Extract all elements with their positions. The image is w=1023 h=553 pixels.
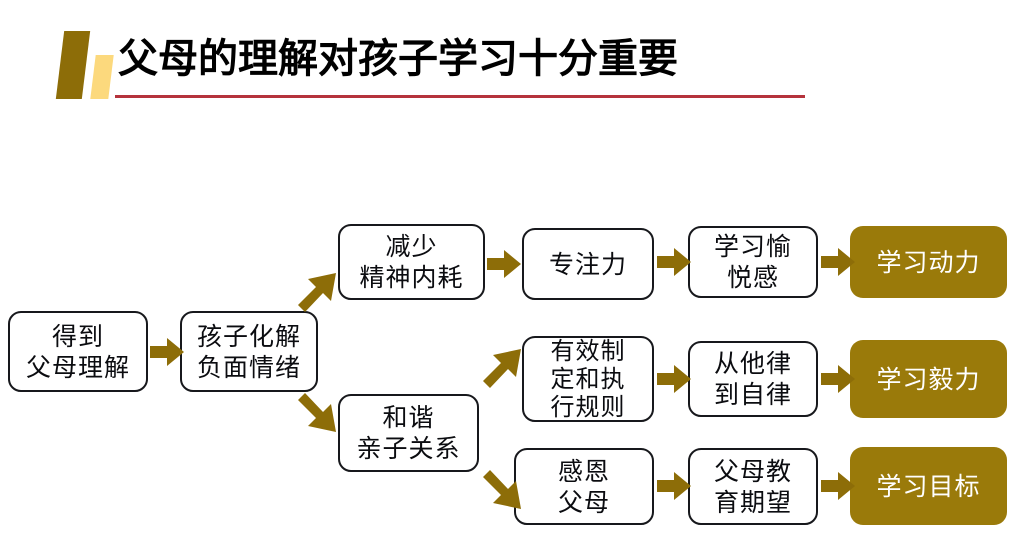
arrow-down-right-icon <box>296 386 340 438</box>
flow-node-joy[interactable]: 学习愉 悦感 <box>688 226 818 298</box>
arrow-right-icon <box>487 249 521 279</box>
flow-node-reduce-drain[interactable]: 减少 精神内耗 <box>338 224 485 300</box>
arrow-right-icon <box>657 247 691 277</box>
arrow-down-right-icon <box>481 463 525 515</box>
title-underline <box>115 95 805 98</box>
arrow-right-icon <box>821 247 855 277</box>
flow-node-self-discipline[interactable]: 从他律 到自律 <box>688 341 818 417</box>
arrow-right-icon <box>821 471 855 501</box>
flow-node-parent-understanding[interactable]: 得到 父母理解 <box>8 311 148 392</box>
flow-node-perseverance[interactable]: 学习毅力 <box>850 340 1007 418</box>
arrow-right-icon <box>657 364 691 394</box>
flow-node-gratitude[interactable]: 感恩 父母 <box>514 448 654 525</box>
flow-node-rules[interactable]: 有效制 定和执 行规则 <box>522 336 654 422</box>
flow-node-focus[interactable]: 专注力 <box>522 228 654 300</box>
arrow-right-icon <box>657 471 691 501</box>
flow-node-expectation[interactable]: 父母教 育期望 <box>688 448 818 525</box>
slide-title-bar: 父母的理解对孩子学习十分重要 <box>0 0 1023 115</box>
page-title: 父母的理解对孩子学习十分重要 <box>118 36 678 82</box>
arrow-up-right-icon <box>481 343 525 395</box>
arrow-right-icon <box>821 364 855 394</box>
arrow-right-icon <box>150 337 184 367</box>
flow-node-child-resolve[interactable]: 孩子化解 负面情绪 <box>180 311 318 392</box>
flow-node-goal[interactable]: 学习目标 <box>850 447 1007 525</box>
flow-node-harmony[interactable]: 和谐 亲子关系 <box>338 394 479 472</box>
flow-node-motivation[interactable]: 学习动力 <box>850 226 1007 298</box>
arrow-up-right-icon <box>296 267 340 319</box>
